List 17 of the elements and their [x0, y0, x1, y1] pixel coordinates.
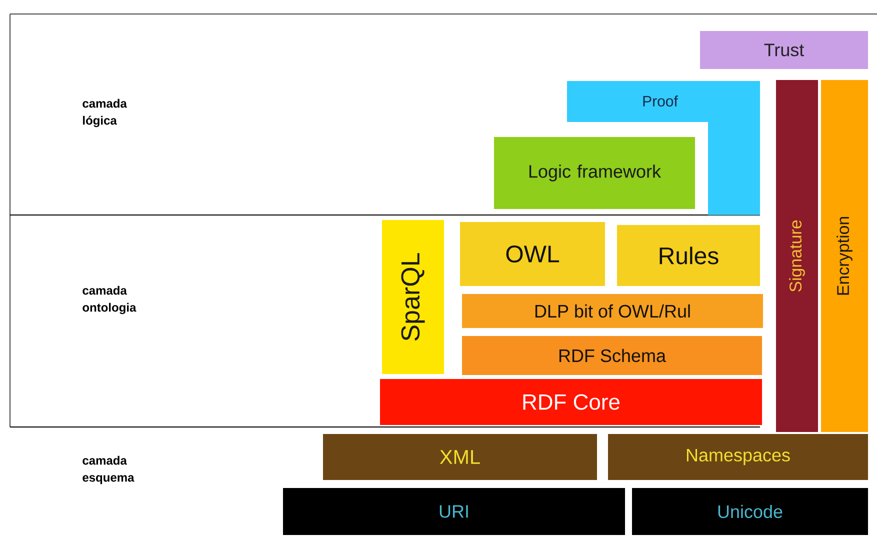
layer-block: OWL: [460, 222, 605, 286]
layer-block: Namespaces: [608, 434, 868, 480]
layer-block: RDF Schema: [462, 336, 762, 375]
layer-block: Encryption: [821, 80, 868, 432]
layer-label: camada lógica: [82, 98, 127, 128]
layer-block: Trust: [700, 31, 868, 69]
layer-block: Unicode: [632, 488, 868, 535]
layer-block: Logic framework: [494, 137, 695, 209]
layer-block: RDF Core: [380, 379, 762, 425]
layer-block: Rules: [617, 225, 760, 286]
layer-label: camada ontologia: [82, 286, 136, 314]
layer-block: Signature: [776, 80, 818, 432]
layer-block: URI: [283, 488, 625, 535]
layer-block: SparQL: [382, 220, 444, 374]
layer-label: camada esquema: [82, 456, 134, 484]
layer-block: DLP bit of OWL/Rul: [462, 294, 763, 328]
layer-block: XML: [323, 434, 597, 480]
